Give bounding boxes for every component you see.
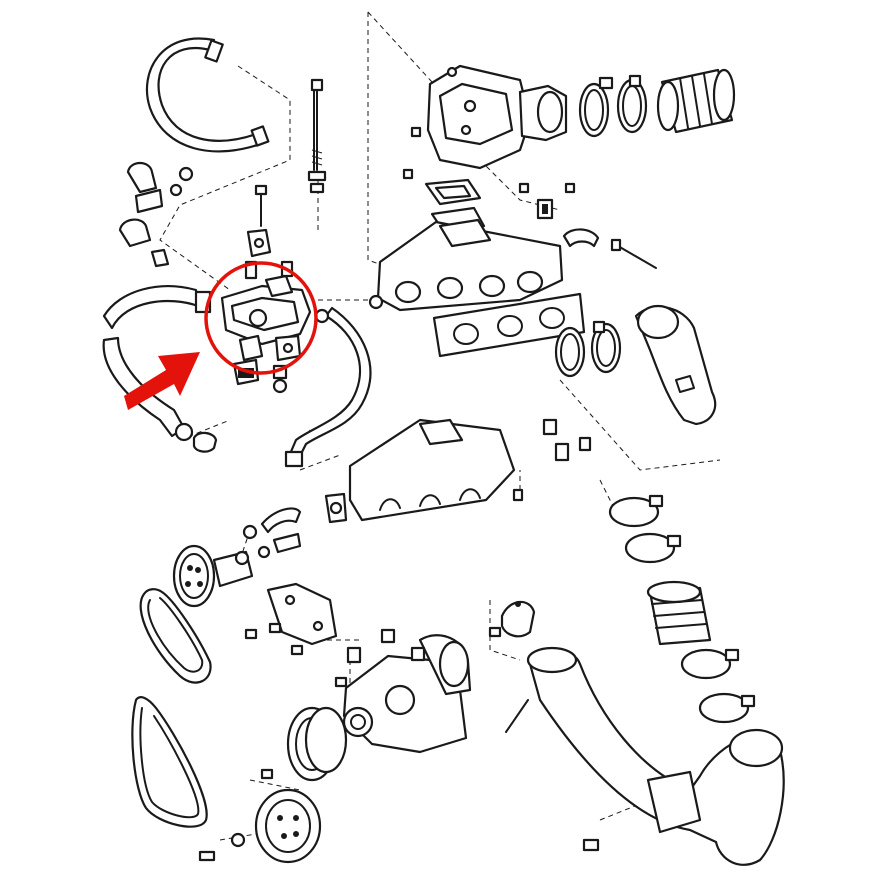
elbow-fittings — [118, 161, 194, 263]
temperature-sender — [518, 182, 657, 269]
pump-pulley-lower — [260, 706, 348, 782]
red-pointer-arrow — [124, 352, 200, 410]
thermostat-housing — [220, 260, 312, 394]
highlight-circle — [204, 261, 318, 375]
exhaust-bellows-lower — [646, 580, 712, 646]
drive-belt-upper — [139, 588, 212, 684]
long-stud-bolt — [307, 78, 327, 194]
drive-belt-lower — [131, 696, 208, 828]
short-bolt — [150, 184, 272, 268]
alternator-bracket — [244, 582, 338, 656]
lower-radiator-hose — [102, 285, 218, 453]
pump-pulley-left — [172, 544, 254, 608]
water-pump — [334, 628, 472, 754]
exhaust-riser — [402, 64, 568, 180]
upper-exhaust-manifold — [368, 218, 564, 312]
elbow-clamps — [554, 320, 622, 378]
exhaust-bellows — [656, 68, 736, 134]
mid-fittings — [242, 492, 348, 559]
manifold-gasket-upper — [432, 292, 586, 358]
riser-clamps — [578, 74, 648, 138]
exhaust-elbow — [634, 304, 717, 426]
lower-exhaust-manifold — [348, 418, 592, 522]
bypass-hose — [284, 306, 372, 468]
upper-hose-left — [145, 37, 270, 153]
inlet-cap — [488, 600, 536, 638]
crankshaft-pulley — [198, 788, 322, 864]
exhaust-pipe — [505, 646, 785, 866]
exhaust-clamps — [608, 494, 756, 724]
